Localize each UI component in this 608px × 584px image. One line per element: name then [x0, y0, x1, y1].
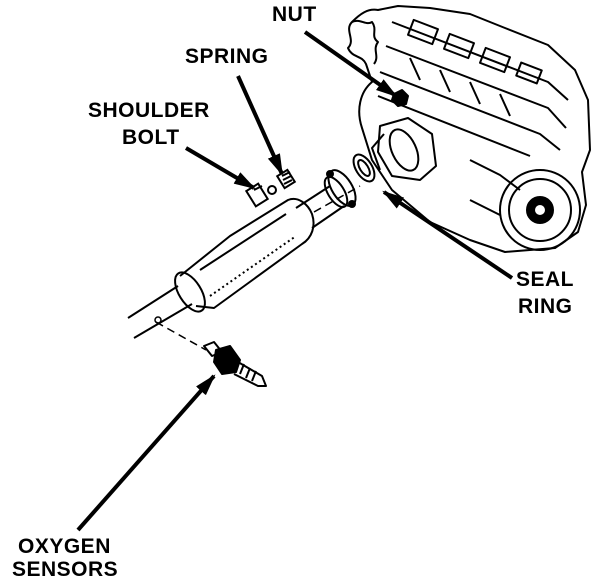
intake-manifold	[379, 71, 561, 151]
label-ring: RING	[518, 295, 573, 318]
exhaust-manifold	[371, 117, 437, 181]
arrow-nut	[303, 30, 398, 98]
label-shoulder: SHOULDER	[88, 99, 210, 122]
catalytic-converter	[174, 198, 315, 313]
exhaust-pipe	[127, 285, 193, 339]
label-spring: SPRING	[185, 45, 269, 68]
oxygen-sensor	[203, 341, 267, 387]
crankshaft-pulley	[499, 169, 581, 251]
seal-ring	[352, 153, 376, 183]
valve-cover-edge	[385, 45, 567, 129]
sensor-hex	[213, 345, 241, 375]
engine-outline	[347, 5, 591, 253]
front-pipe	[295, 185, 345, 229]
converter-shading	[209, 235, 297, 297]
leader-arrows	[76, 30, 514, 532]
arrow-seal-ring	[382, 190, 514, 280]
label-nut: NUT	[272, 3, 317, 26]
fuel-injectors	[406, 18, 543, 85]
thread-marks	[239, 363, 257, 382]
installation-lines	[155, 185, 361, 351]
arrow-oxygen-sensors	[76, 374, 216, 532]
valve-cover-top	[391, 21, 569, 101]
sensor-boss	[154, 316, 162, 324]
converter-inlet-cap	[174, 271, 206, 313]
bolt-hole	[267, 185, 277, 195]
cylinder-head-line	[377, 95, 531, 157]
air-hose	[351, 19, 379, 65]
nut	[391, 89, 409, 107]
intake-runners	[409, 57, 511, 117]
label-sensors: SENSORS	[12, 558, 119, 581]
label-oxygen: OXYGEN	[18, 535, 111, 558]
engine-front-cover	[469, 159, 521, 216]
label-seal: SEAL	[516, 268, 575, 291]
sensor-threads	[233, 361, 267, 387]
pipe-flange	[323, 169, 357, 209]
converter-body	[179, 198, 315, 309]
converter-heat-shield	[199, 213, 287, 271]
arrow-shoulder-bolt	[184, 146, 256, 190]
engine-block	[347, 5, 591, 253]
arrow-spring	[236, 75, 284, 177]
label-bolt: BOLT	[122, 126, 180, 149]
